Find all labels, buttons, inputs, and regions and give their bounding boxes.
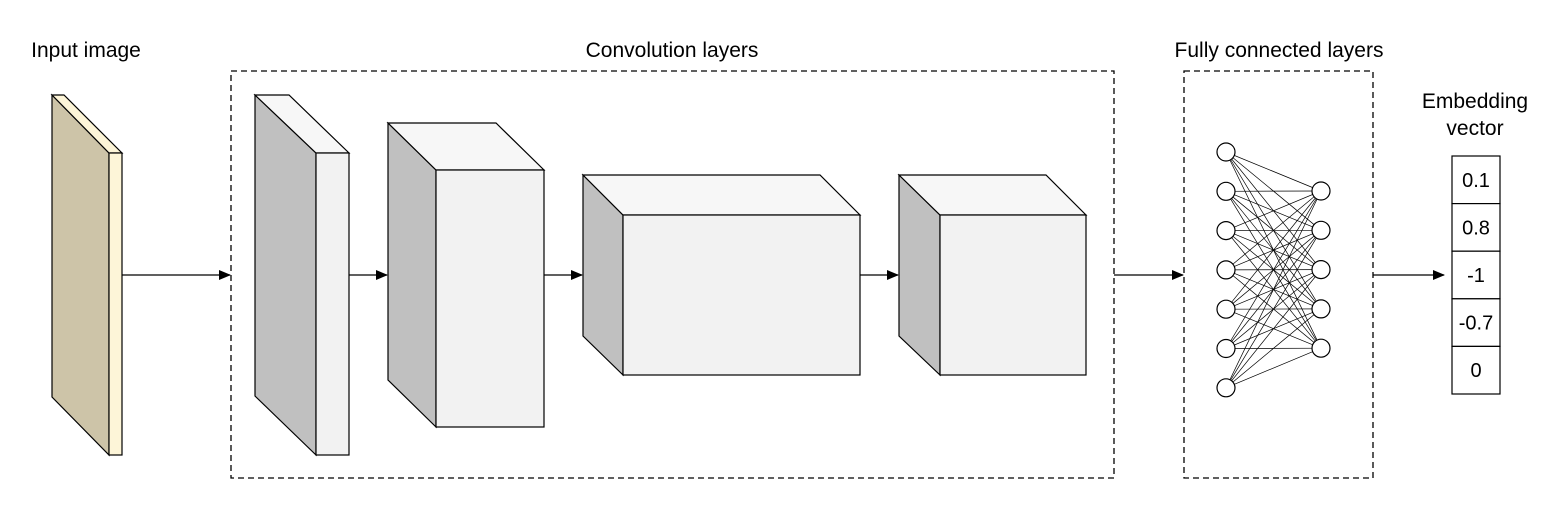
fc-edge xyxy=(1225,347,1322,389)
fully-connected-layers-box xyxy=(1183,70,1374,479)
fc-edge xyxy=(1225,190,1322,231)
convolution-layers-label: Convolution layers xyxy=(586,39,759,62)
embedding-cell-value: -0.7 xyxy=(1459,313,1493,335)
embedding-vector: 0.1 0.8 -1 -0.7 0 xyxy=(1451,155,1501,395)
fc-input-node xyxy=(1216,338,1236,359)
fc-edge xyxy=(1225,151,1322,192)
fc-output-node xyxy=(1311,299,1331,319)
fc-edge xyxy=(1225,190,1322,388)
fc-edge xyxy=(1225,230,1322,388)
fc-input-node xyxy=(1216,299,1236,319)
embedding-cell-value: 0.1 xyxy=(1462,170,1490,192)
fc-input-node xyxy=(1216,260,1236,280)
embedding-vector-label-line1: Embedding xyxy=(1422,90,1528,113)
embedding-cell xyxy=(1451,345,1501,395)
fc-edge xyxy=(1225,190,1322,349)
fc-edge xyxy=(1225,190,1322,310)
fc-edge xyxy=(1225,190,1322,271)
fc-input-node xyxy=(1216,142,1236,162)
fully-connected-network xyxy=(1216,142,1331,398)
fully-connected-layers-label: Fully connected layers xyxy=(1175,39,1384,62)
embedding-cell xyxy=(1451,298,1501,347)
conv-block-3 xyxy=(581,173,862,377)
embedding-vector-label-line2: vector xyxy=(1446,117,1503,140)
conv-block-4 xyxy=(897,173,1088,377)
convolution-layers-box xyxy=(230,70,1115,479)
embedding-cell xyxy=(1451,155,1501,205)
fc-edge xyxy=(1225,308,1322,389)
conv-block-2 xyxy=(386,121,546,429)
embedding-cell-value: -1 xyxy=(1467,265,1485,287)
fc-output-node xyxy=(1311,338,1331,358)
input-image-label: Input image xyxy=(31,39,141,62)
fc-output-node xyxy=(1311,181,1331,201)
embedding-cell-value: 0 xyxy=(1470,360,1481,382)
fc-input-node xyxy=(1216,378,1236,398)
fc-output-node xyxy=(1311,260,1331,280)
fc-output-node xyxy=(1311,220,1331,240)
fc-edge xyxy=(1225,269,1322,389)
input-image-slab xyxy=(50,93,124,457)
embedding-cell-value: 0.8 xyxy=(1462,217,1490,239)
fc-input-node xyxy=(1216,181,1236,201)
conv-block-1 xyxy=(253,93,351,457)
fc-input-node xyxy=(1216,221,1236,241)
